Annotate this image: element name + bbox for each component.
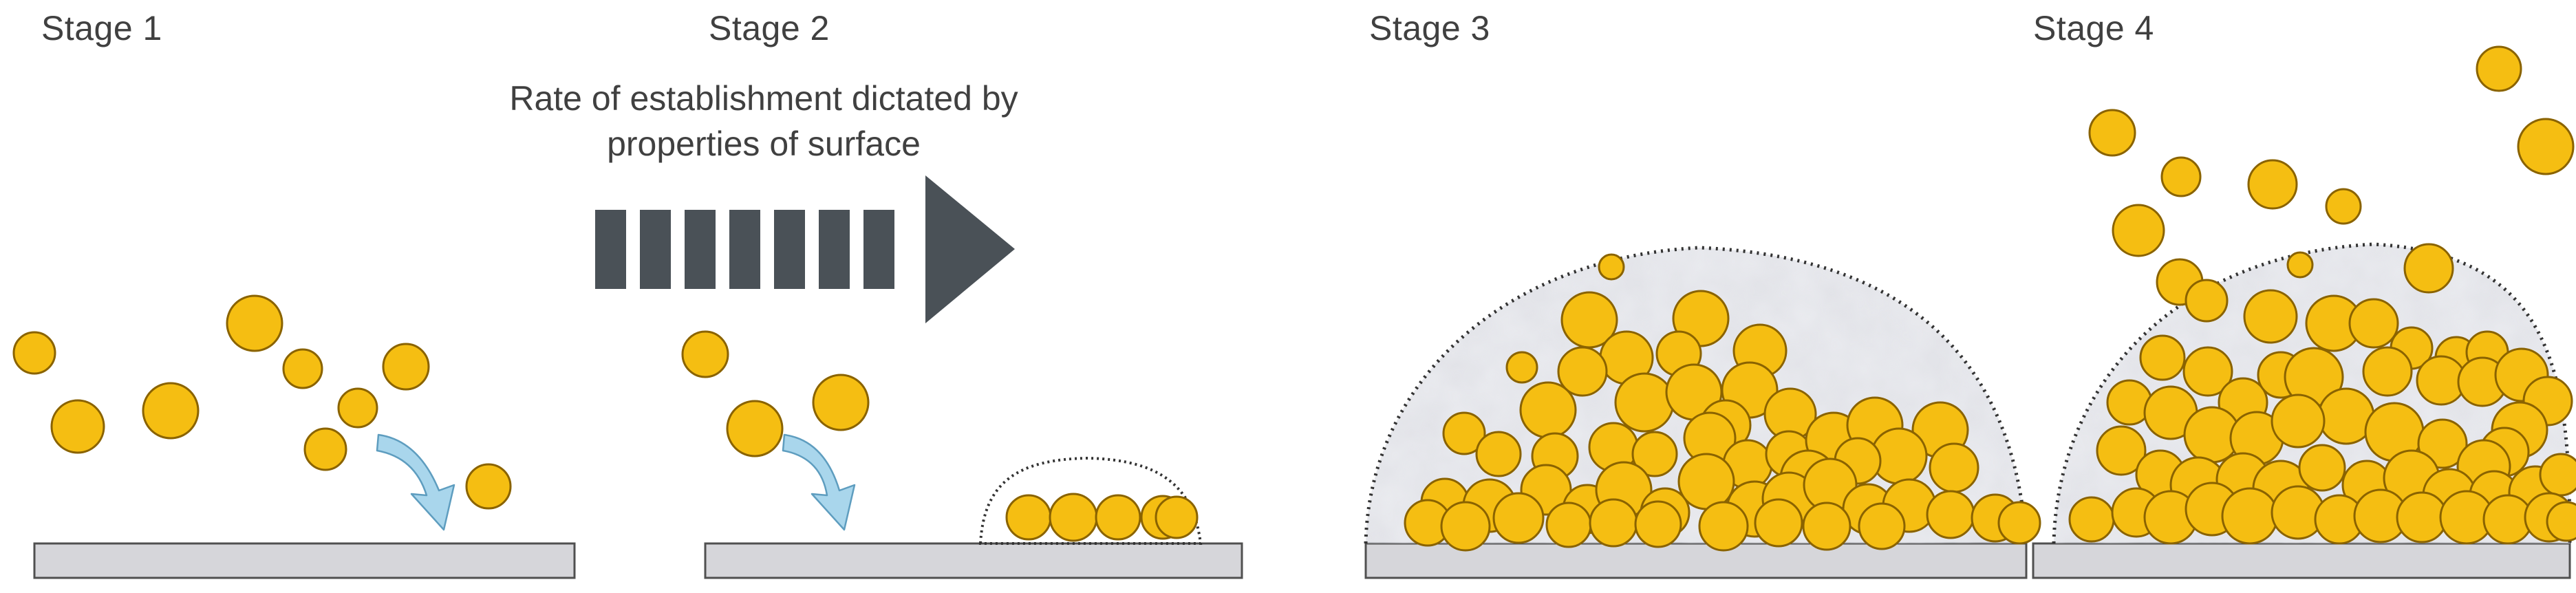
cell-icon bbox=[303, 427, 347, 471]
surfaces bbox=[33, 542, 2571, 579]
stage-4-label: Stage 4 bbox=[2033, 9, 2154, 47]
cell-icon bbox=[2247, 159, 2298, 210]
cell-icon bbox=[812, 374, 870, 431]
attachment-arrow-icon-1 bbox=[376, 433, 455, 531]
cell-icon bbox=[2182, 346, 2233, 397]
cell-icon bbox=[2185, 279, 2229, 323]
stage-2-label: Stage 2 bbox=[709, 9, 830, 47]
cell-icon bbox=[1631, 431, 1678, 477]
cell-icon bbox=[465, 463, 512, 510]
cell-icon bbox=[1926, 490, 1975, 539]
cell-icon bbox=[1492, 492, 1545, 544]
progression-arrow-icon bbox=[595, 175, 1015, 323]
cell-icon bbox=[1858, 502, 1906, 550]
cell-icon bbox=[337, 387, 378, 429]
cell-icon bbox=[1442, 411, 1486, 455]
cell-icon bbox=[681, 330, 729, 378]
cell-icon bbox=[1997, 501, 2041, 545]
cell-icon bbox=[1614, 372, 1675, 433]
surface-2 bbox=[704, 542, 1243, 579]
cell-icon bbox=[1519, 381, 1577, 439]
cell-icon bbox=[1095, 494, 1141, 541]
cell-icon bbox=[2517, 118, 2575, 175]
arrow-caption-line-2: properties of surface bbox=[607, 125, 921, 163]
cell-icon bbox=[50, 399, 105, 454]
surface-4 bbox=[2032, 542, 2571, 579]
stage-2-cells bbox=[681, 330, 1199, 542]
cell-icon bbox=[1929, 442, 1979, 493]
cell-icon bbox=[2160, 156, 2202, 197]
attachment-arrows bbox=[376, 433, 856, 531]
cell-icon bbox=[1545, 502, 1592, 548]
cell-icon bbox=[2096, 425, 2147, 476]
cell-icon bbox=[1475, 431, 1522, 477]
cell-icon bbox=[1698, 501, 1749, 552]
cell-icon bbox=[1589, 498, 1638, 548]
arrow-caption: Rate of establishment dictated by proper… bbox=[440, 76, 1087, 166]
cell-icon bbox=[2243, 289, 2298, 344]
cell-icon bbox=[2348, 298, 2399, 349]
cell-icon bbox=[2221, 487, 2279, 545]
cell-icon bbox=[2139, 334, 2186, 381]
cell-icon bbox=[1754, 498, 1803, 548]
cell-icon bbox=[2112, 204, 2165, 257]
cell-icon bbox=[2417, 418, 2468, 469]
cell-icon bbox=[382, 343, 430, 391]
cell-icon bbox=[1598, 253, 1625, 281]
cell-icon bbox=[282, 348, 323, 389]
cell-icon bbox=[1505, 351, 1538, 384]
surface-1 bbox=[33, 542, 576, 579]
cell-icon bbox=[1557, 346, 1608, 397]
stage-4-cells bbox=[2068, 45, 2576, 545]
cell-icon bbox=[1677, 453, 1735, 510]
cell-icon bbox=[2088, 109, 2136, 157]
cell-icon bbox=[2403, 243, 2454, 294]
cell-icon bbox=[226, 294, 283, 352]
arrow-caption-line-1: Rate of establishment dictated by bbox=[509, 79, 1018, 118]
cell-icon bbox=[142, 382, 200, 440]
attachment-arrow-icon-2 bbox=[782, 433, 856, 531]
stage-2-matrix bbox=[978, 456, 1203, 545]
cell-icon bbox=[726, 400, 784, 457]
cell-icon bbox=[1634, 500, 1682, 548]
cell-icon bbox=[2271, 393, 2326, 449]
cell-icon bbox=[12, 331, 56, 375]
cell-icon bbox=[1155, 495, 1199, 539]
cell-icon bbox=[2396, 491, 2448, 543]
cell-icon bbox=[2298, 444, 2346, 492]
cell-icon bbox=[1005, 494, 1052, 541]
cell-icon bbox=[1802, 502, 1852, 551]
cell-icon bbox=[2325, 188, 2362, 225]
stage-1-label: Stage 1 bbox=[41, 9, 162, 47]
cell-icon bbox=[2476, 45, 2522, 92]
stage-3-cells bbox=[1404, 253, 2041, 552]
bacterial-cells bbox=[12, 45, 2576, 552]
stage-1-cells bbox=[12, 294, 512, 510]
cell-icon bbox=[2539, 453, 2576, 497]
cell-icon bbox=[2286, 251, 2314, 279]
cell-icon bbox=[2068, 496, 2115, 543]
cell-icon bbox=[1049, 493, 1098, 542]
cell-icon bbox=[2546, 501, 2576, 542]
cell-icon bbox=[1440, 501, 1491, 552]
cell-icon bbox=[2362, 346, 2413, 397]
stage-3-label: Stage 3 bbox=[1369, 9, 1490, 47]
